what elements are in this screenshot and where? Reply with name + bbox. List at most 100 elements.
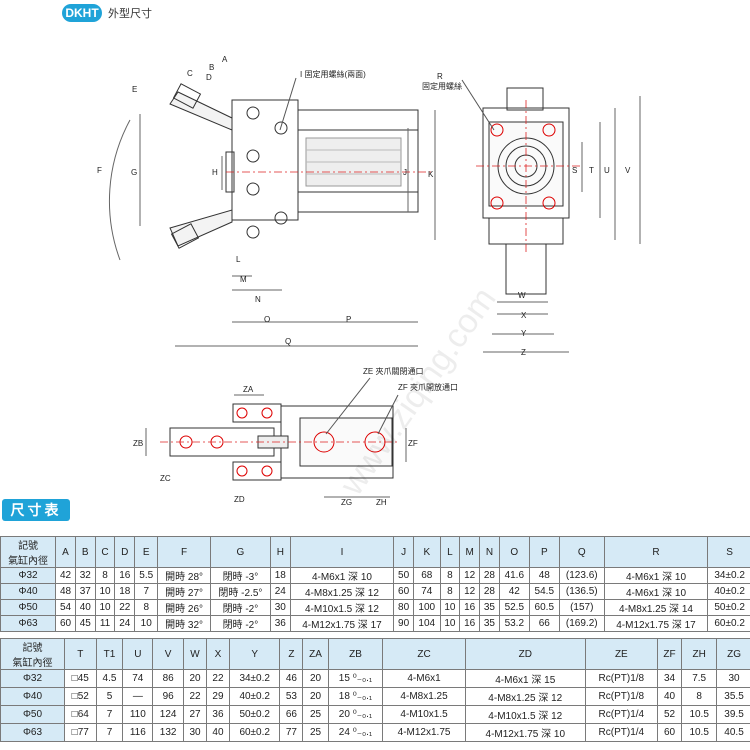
outline-drawing: A B C D E F G H I 固定用螺絲(兩面) J K L M N O … [97,55,641,507]
table-cell: 90 [393,615,414,632]
column-header: M [459,536,481,568]
table-cell: 4-M6x1 深 10 [603,583,709,600]
column-header: O [498,536,530,568]
dim-label-q: Q [285,337,291,346]
table-cell: 7.5 [681,669,718,688]
table-cell: Rc(PT)1/4 [584,705,658,724]
table-cell: □45 [64,669,97,688]
table-cell: 閉時 -2° [209,615,271,632]
watermark: www.ziqing.com [332,281,504,503]
table-cell: 18 [114,583,136,600]
table-cell: 25 [302,723,329,742]
dim-label-u: U [604,166,610,175]
table-cell: 37 [74,583,96,600]
table-cell: 30 [716,669,750,688]
table-cell: 41.6 [498,567,530,584]
dim-label-zh: ZH [376,498,387,507]
table-cell: 7 [95,705,124,724]
corner-label-symbol: 記號 [18,541,39,552]
table-cell: 18 ⁰₋₀.₁ [327,687,384,706]
table-cell: 39.5 [716,705,750,724]
bore-cell: Φ50 [0,599,57,616]
column-header: ZE [584,638,658,670]
table-cell: 8 [94,567,116,584]
table-cell: 4-M6x1 深 10 [289,567,395,584]
table-cell: 5 [95,687,124,706]
table-cell: 10 [439,615,461,632]
table-cell: 4-M10x1.5 深 12 [289,599,395,616]
table-cell: 10 [134,615,159,632]
column-header: W [183,638,207,670]
column-header: X [206,638,230,670]
table-cell: 66 [528,615,560,632]
note-ze: ZE 夾爪關閉通口 [363,366,423,376]
corner-header: 記號氣缸內徑 [0,638,65,670]
dim-label-y: Y [521,329,527,338]
table-cell: 35.5 [716,687,750,706]
dim-label-s: S [572,166,577,175]
table-cell: 4-M8x1.25 深 12 [464,687,586,706]
table-cell: 20 ⁰₋₀.₁ [327,705,384,724]
table-cell: 132 [152,723,185,742]
table-cell: 8 [681,687,718,706]
column-header: T1 [95,638,124,670]
dim-label-zc: ZC [160,474,171,483]
table-cell: 53 [279,687,304,706]
table-cell: 50 [393,567,414,584]
table-cell: 16 [114,567,136,584]
table-cell: 22 [206,669,230,688]
bore-cell: Φ32 [0,669,65,688]
table-cell: 48 [55,583,76,600]
table-cell: 34 [656,669,683,688]
table-cell: 116 [122,723,154,742]
table-cell: 閉時 -2.5° [209,583,271,600]
column-header: C [94,536,116,568]
table-cell: 60±0.2 [228,723,281,742]
table-cell: 66 [279,705,304,724]
dim-label-o: O [264,315,270,324]
table-cell: 54 [55,599,76,616]
corner-label-bore: 氣缸內徑 [8,556,49,567]
table-cell: 10 [439,599,461,616]
dim-label-f: F [97,166,102,175]
table-cell: 40±0.2 [228,687,281,706]
column-header: K [412,536,441,568]
table-cell: 46 [279,669,304,688]
bore-cell: Φ50 [0,705,65,724]
table-cell: 4-M8x1.25 深 14 [603,599,709,616]
dim-label-v: V [625,166,631,175]
front-body-block [231,99,299,221]
table-cell: 10.5 [681,723,718,742]
table-cell: 閉時 -2° [209,599,271,616]
table-cell: 22 [183,687,207,706]
dim-label-n: N [255,295,261,304]
table-cell: 5.5 [134,567,159,584]
table-cell: 28 [479,567,500,584]
table-cell: 52 [656,705,683,724]
dim-label-j: J [403,168,407,177]
dim-label-zb: ZB [133,439,143,448]
table-cell: (123.6) [558,567,605,584]
dim-label-z: Z [521,348,526,357]
table-cell: (157) [558,599,605,616]
table-cell: 45 [74,615,96,632]
table-cell: 4-M12x1.75 深 17 [289,615,395,632]
column-header: L [439,536,461,568]
table-cell: 35 [479,615,500,632]
table-cell: 60 [656,723,683,742]
table-cell: 74 [412,583,441,600]
table-cell: 開時 28° [157,567,211,584]
table-cell: 74 [122,669,154,688]
dim-label-a: A [222,55,228,64]
dim-label-t: T [589,166,594,175]
note-i: I 固定用螺絲(兩面) [300,69,366,79]
dim-label-h: H [212,168,218,177]
table-cell: 34±0.2 [707,567,750,584]
